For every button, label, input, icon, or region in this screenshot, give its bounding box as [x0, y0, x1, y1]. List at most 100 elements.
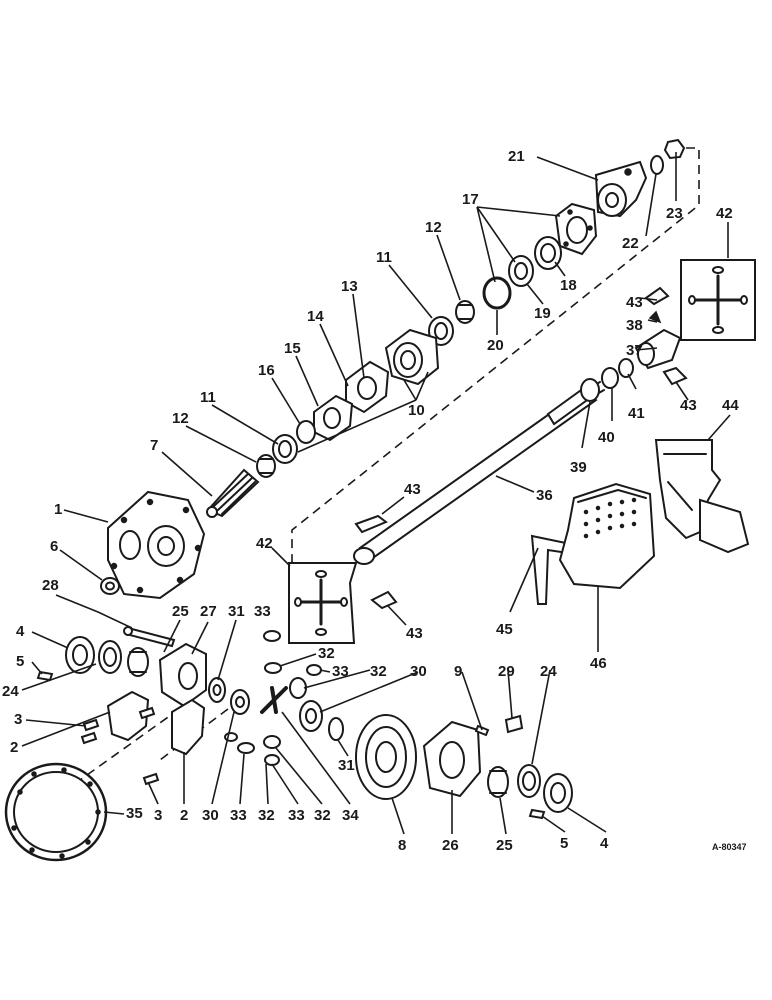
callout-41: 41	[628, 405, 645, 422]
part-7-pinion	[206, 468, 260, 518]
callout-42-upper: 42	[716, 205, 733, 222]
part-30-side-gear	[230, 689, 250, 715]
callout-43-upper-right: 43	[626, 294, 643, 311]
callout-30-right: 30	[410, 663, 427, 680]
callout-3-left: 3	[14, 711, 22, 728]
callout-31-right: 31	[338, 757, 355, 774]
part-11-bearing-cup-lower	[272, 434, 298, 464]
part-3-cap-screws	[80, 706, 160, 786]
part-24-bearing-cup	[98, 640, 122, 674]
callout-4-right: 4	[600, 835, 609, 852]
callout-40: 40	[598, 429, 615, 446]
callout-30-bottom: 30	[202, 807, 219, 824]
callout-31-left: 31	[228, 603, 245, 620]
callout-3-bottom: 3	[154, 807, 162, 824]
part-26-case-half	[422, 720, 482, 798]
part-24-bearing-cup-right	[517, 764, 541, 798]
part-6-plug	[100, 577, 120, 595]
part-25-bearing-cone	[127, 647, 149, 677]
callout-34: 34	[342, 807, 359, 824]
callout-36: 36	[536, 487, 553, 504]
part-12-bearing-cone	[455, 300, 475, 324]
callout-33-bottom-b: 33	[288, 807, 305, 824]
callout-27: 27	[200, 603, 217, 620]
callout-23: 23	[666, 205, 683, 222]
callout-20: 20	[487, 337, 504, 354]
callout-42-lower: 42	[256, 535, 273, 552]
callout-32-bottom-b: 32	[314, 807, 331, 824]
part-31-thrust-washer-right	[328, 717, 344, 741]
callout-43-mid: 43	[404, 481, 421, 498]
part-18-ring	[534, 236, 562, 270]
callout-13: 13	[341, 278, 358, 295]
part-33-washer-right	[306, 664, 322, 676]
part-21-yoke-flange	[594, 160, 648, 218]
callout-12-upper: 12	[425, 219, 442, 236]
callout-25-left: 25	[172, 603, 189, 620]
callout-11-upper: 11	[376, 249, 392, 266]
callout-21: 21	[508, 148, 525, 165]
part-31-thrust-washer	[208, 677, 226, 703]
part-23-nut	[663, 138, 686, 160]
callout-2-left: 2	[10, 739, 18, 756]
callout-33-bottom-a: 33	[230, 807, 247, 824]
part-19-ring	[508, 255, 534, 287]
part-43-strap-mid	[354, 514, 388, 534]
callout-numbers: 21 23 22 17 18 19 20 12 11 13 14 15 16 1…	[2, 148, 739, 854]
callout-1: 1	[54, 501, 62, 518]
part-33-washer-bottom	[224, 732, 255, 754]
callout-24-right: 24	[540, 663, 557, 680]
part-42-u-joint-kit-lower	[288, 562, 358, 644]
part-46-shield	[558, 482, 656, 590]
part-41-ring	[618, 358, 634, 378]
part-39-washer	[580, 378, 600, 402]
callout-28: 28	[42, 577, 59, 594]
part-17-flange	[554, 202, 598, 256]
part-44-support-bracket	[654, 439, 750, 554]
callout-39: 39	[570, 459, 587, 476]
part-1-carrier-housing	[107, 490, 206, 600]
callout-46: 46	[590, 655, 607, 672]
part-5-lock-left	[36, 670, 54, 682]
part-4-adjusting-nut	[65, 636, 95, 674]
part-36-propeller-shaft	[353, 381, 605, 565]
callout-26: 26	[442, 837, 459, 854]
part-32-pinion-gear-bottom	[263, 735, 281, 766]
part-5-lock-right	[528, 808, 546, 820]
callout-leader-lines	[21, 152, 731, 835]
part-29-lock	[504, 714, 524, 734]
part-4-adjusting-nut-right	[543, 773, 573, 813]
callout-43-lower-mid: 43	[406, 625, 423, 642]
part-2-bearing-cap	[106, 690, 206, 756]
callout-14: 14	[307, 308, 324, 325]
part-9-bolt	[474, 724, 490, 737]
callout-17: 17	[462, 191, 479, 208]
callout-37: 37	[626, 342, 643, 359]
callout-11-lower: 11	[200, 389, 216, 406]
callout-22: 22	[622, 235, 639, 252]
part-34-spider	[260, 686, 288, 714]
callout-44: 44	[722, 397, 739, 414]
part-22-seal	[650, 155, 664, 175]
callout-24-left: 24	[2, 683, 19, 700]
callout-2-bottom: 2	[180, 807, 188, 824]
callout-7: 7	[150, 437, 158, 454]
part-40-seal	[601, 367, 619, 389]
callout-16: 16	[258, 362, 275, 379]
callout-18: 18	[560, 277, 577, 294]
part-28-bolt	[123, 626, 176, 648]
callout-43-lower-right: 43	[680, 397, 697, 414]
part-10-retainer	[384, 328, 440, 386]
callout-10: 10	[408, 402, 425, 419]
part-12-bearing-cone-lower	[256, 454, 276, 478]
part-8-ring-gear	[355, 714, 417, 800]
part-25-bearing-cone-right	[487, 766, 509, 798]
part-16-spacer	[296, 420, 316, 444]
callout-35: 35	[126, 805, 143, 822]
part-32-pinion-gear-top	[264, 662, 282, 674]
callout-33-right: 33	[332, 663, 349, 680]
callout-25-right: 25	[496, 837, 513, 854]
part-43-strap-lower-right	[662, 366, 688, 386]
callout-6: 6	[50, 538, 58, 555]
